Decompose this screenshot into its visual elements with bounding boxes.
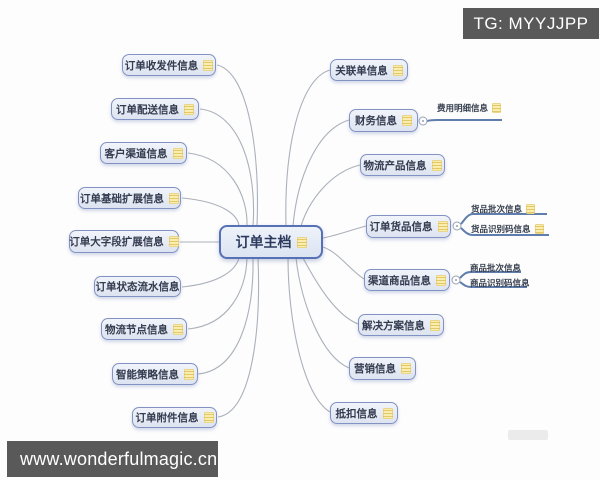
node-solution-info[interactable]: 解决方案信息 (358, 314, 444, 336)
node-marketing-info[interactable]: 营销信息 (349, 357, 416, 380)
node-label: 货品识别码信息 (471, 224, 531, 234)
node-related-order-info[interactable]: 关联单信息 (330, 59, 408, 81)
node-label: 订单主档 (235, 234, 292, 250)
node-finance-info[interactable]: 财务信息 (349, 109, 418, 132)
website-watermark-text: www.wonderfulmagic.cn (20, 448, 218, 469)
notes-icon (203, 59, 214, 71)
node-label: 抵扣信息 (335, 407, 378, 420)
tg-watermark-badge: TG: MYYJJPP (463, 8, 599, 39)
node-order-basic-extension-info[interactable]: 订单基础扩展信息 (78, 187, 181, 209)
node-label: 客户渠道信息 (104, 147, 168, 160)
notes-icon (437, 221, 448, 232)
node-deduction-info[interactable]: 抵扣信息 (330, 402, 398, 424)
notes-icon (401, 363, 411, 374)
notes-icon (296, 236, 307, 248)
node-label: 解决方案信息 (362, 319, 425, 332)
node-label: 智能策略信息 (116, 368, 179, 381)
node-label: 货品批次信息 (471, 204, 523, 214)
faint-watermark (508, 430, 548, 440)
node-label: 订单货品信息 (369, 221, 433, 233)
notes-icon (173, 323, 183, 335)
node-label: 订单附件信息 (135, 412, 199, 424)
node-label: 物流产品信息 (363, 159, 427, 172)
notes-icon (382, 407, 393, 419)
node-label: 订单基础扩展信息 (80, 192, 164, 205)
node-label: 营销信息 (354, 363, 396, 375)
node-label: 商品批次信息 (470, 263, 522, 273)
notes-icon (168, 236, 179, 247)
notes-icon (184, 103, 194, 115)
notes-icon (431, 159, 442, 171)
notes-icon (172, 147, 183, 159)
notes-icon (169, 192, 179, 204)
node-order-send-receive-info[interactable]: 订单收发件信息 (122, 54, 216, 76)
node-order-delivery-info[interactable]: 订单配送信息 (111, 98, 199, 120)
node-label: 商品识别码信息 (470, 278, 530, 288)
node-label: 订单状态流水信息 (95, 281, 180, 293)
node-smart-strategy-info[interactable]: 智能策略信息 (112, 363, 198, 385)
node-label: 财务信息 (355, 115, 397, 127)
node-label: 订单大字段扩展信息 (69, 236, 164, 248)
node-label: 费用明细信息 (437, 103, 489, 113)
notes-icon (430, 319, 440, 331)
notes-icon (526, 204, 536, 214)
notes-icon (492, 103, 502, 113)
tg-watermark-text: TG: MYYJJPP (473, 13, 589, 33)
node-logistics-product-info[interactable]: 物流产品信息 (360, 154, 445, 176)
node-order-attachment-info[interactable]: 订单附件信息 (132, 407, 217, 428)
node-order-large-field-extension-info[interactable]: 订单大字段扩展信息 (69, 230, 179, 253)
node-channel-product-info[interactable]: 渠道商品信息 (364, 269, 450, 291)
node-label: 物流节点信息 (105, 323, 168, 336)
node-product-id-code-info[interactable]: 商品识别码信息 (470, 277, 530, 289)
website-watermark-bar: www.wonderfulmagic.cn (7, 441, 218, 477)
notes-icon (534, 224, 544, 234)
notes-icon (402, 115, 412, 126)
node-fee-detail-info[interactable]: 费用明细信息 (437, 102, 502, 114)
node-goods-id-code-info[interactable]: 货品识别码信息 (471, 223, 544, 235)
node-label: 订单配送信息 (116, 103, 179, 116)
node-order-goods-info[interactable]: 订单货品信息 (366, 215, 451, 238)
notes-icon (436, 274, 446, 286)
node-goods-batch-info[interactable]: 货品批次信息 (471, 203, 536, 215)
node-order-status-flow-info[interactable]: 订单状态流水信息 (94, 276, 181, 297)
node-customer-channel-info[interactable]: 客户渠道信息 (100, 142, 187, 164)
notes-icon (392, 64, 403, 76)
node-product-batch-info[interactable]: 商品批次信息 (470, 262, 521, 274)
node-label: 渠道商品信息 (368, 274, 431, 287)
notes-icon (203, 412, 214, 423)
node-logistics-node-info[interactable]: 物流节点信息 (101, 318, 187, 340)
node-label: 关联单信息 (335, 64, 388, 77)
notes-icon (184, 368, 194, 380)
node-label: 订单收发件信息 (124, 59, 199, 72)
node-order-master[interactable]: 订单主档 (219, 225, 323, 259)
